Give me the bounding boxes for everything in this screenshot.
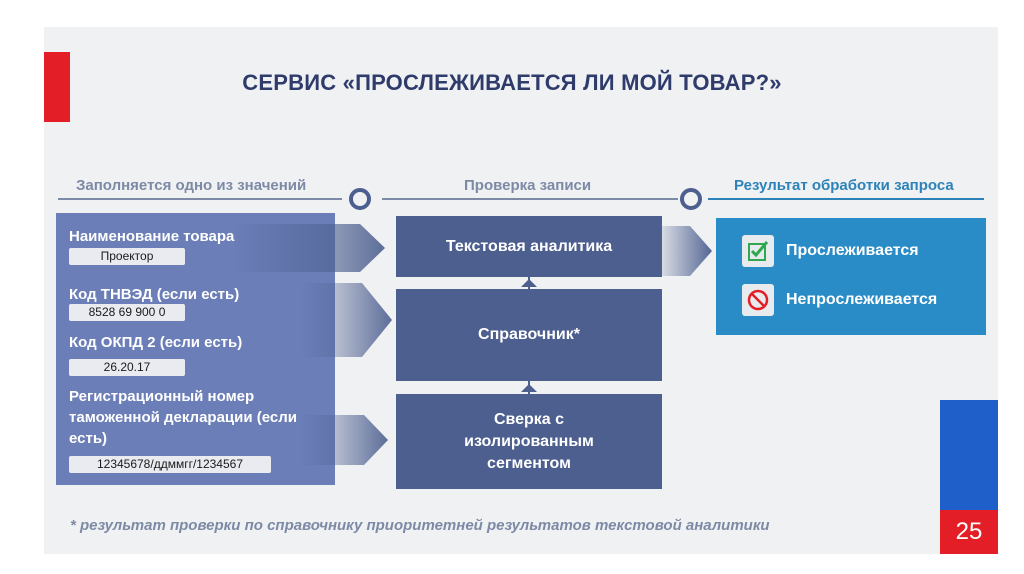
field-label-product-name: Наименование товара <box>69 228 235 245</box>
check-isolated-segment: Сверка с изолированным сегментом <box>396 394 662 489</box>
result-panel: Прослеживается Непрослеживается <box>716 218 986 335</box>
header-line-right <box>708 198 984 200</box>
field-label-okpd: Код ОКПД 2 (если есть) <box>69 334 243 351</box>
check-column-label: Проверка записи <box>464 177 592 194</box>
result-column-label: Результат обработки запроса <box>734 177 954 194</box>
result-item-traceable: Прослеживается <box>742 235 919 267</box>
header-line-left <box>58 198 342 200</box>
arrow-result-icon <box>662 226 712 276</box>
check-text-analytics: Текстовая аналитика <box>396 216 662 277</box>
field-value-customs-declaration: 12345678/ддммгг/1234567 <box>69 456 271 473</box>
arrow-2-icon <box>300 283 392 357</box>
result-label-traceable: Прослеживается <box>786 242 919 259</box>
red-corner-block <box>940 510 998 554</box>
red-accent-bar <box>44 52 70 122</box>
arrow-3-icon <box>300 415 388 465</box>
blue-corner-block <box>940 400 998 510</box>
footnote: * результат проверки по справочнику прио… <box>70 517 770 534</box>
step-ring-1-icon <box>349 188 371 210</box>
prohibited-icon <box>742 284 774 316</box>
page-number: 25 <box>955 518 983 545</box>
input-column-label: Заполняется одно из значений <box>76 177 307 194</box>
field-value-product-name: Проектор <box>69 248 185 265</box>
field-value-okpd: 26.20.17 <box>69 359 185 376</box>
result-label-not-traceable: Непрослеживается <box>786 291 938 308</box>
checkmark-icon <box>742 235 774 267</box>
header-line-mid <box>382 198 678 200</box>
slide-title: СЕРВИС «ПРОСЛЕЖИВАЕТСЯ ЛИ МОЙ ТОВАР?» <box>242 70 782 95</box>
arrow-1-icon <box>230 224 385 272</box>
result-item-not-traceable: Непрослеживается <box>742 284 937 316</box>
step-ring-2-icon <box>680 188 702 210</box>
check-reference-book: Справочник* <box>396 289 662 381</box>
field-label-customs-declaration: Регистрационный номер таможенной деклара… <box>69 388 297 447</box>
field-value-tnved: 8528 69 900 0 <box>69 304 185 321</box>
field-label-tnved: Код ТНВЭД (если есть) <box>69 286 240 303</box>
